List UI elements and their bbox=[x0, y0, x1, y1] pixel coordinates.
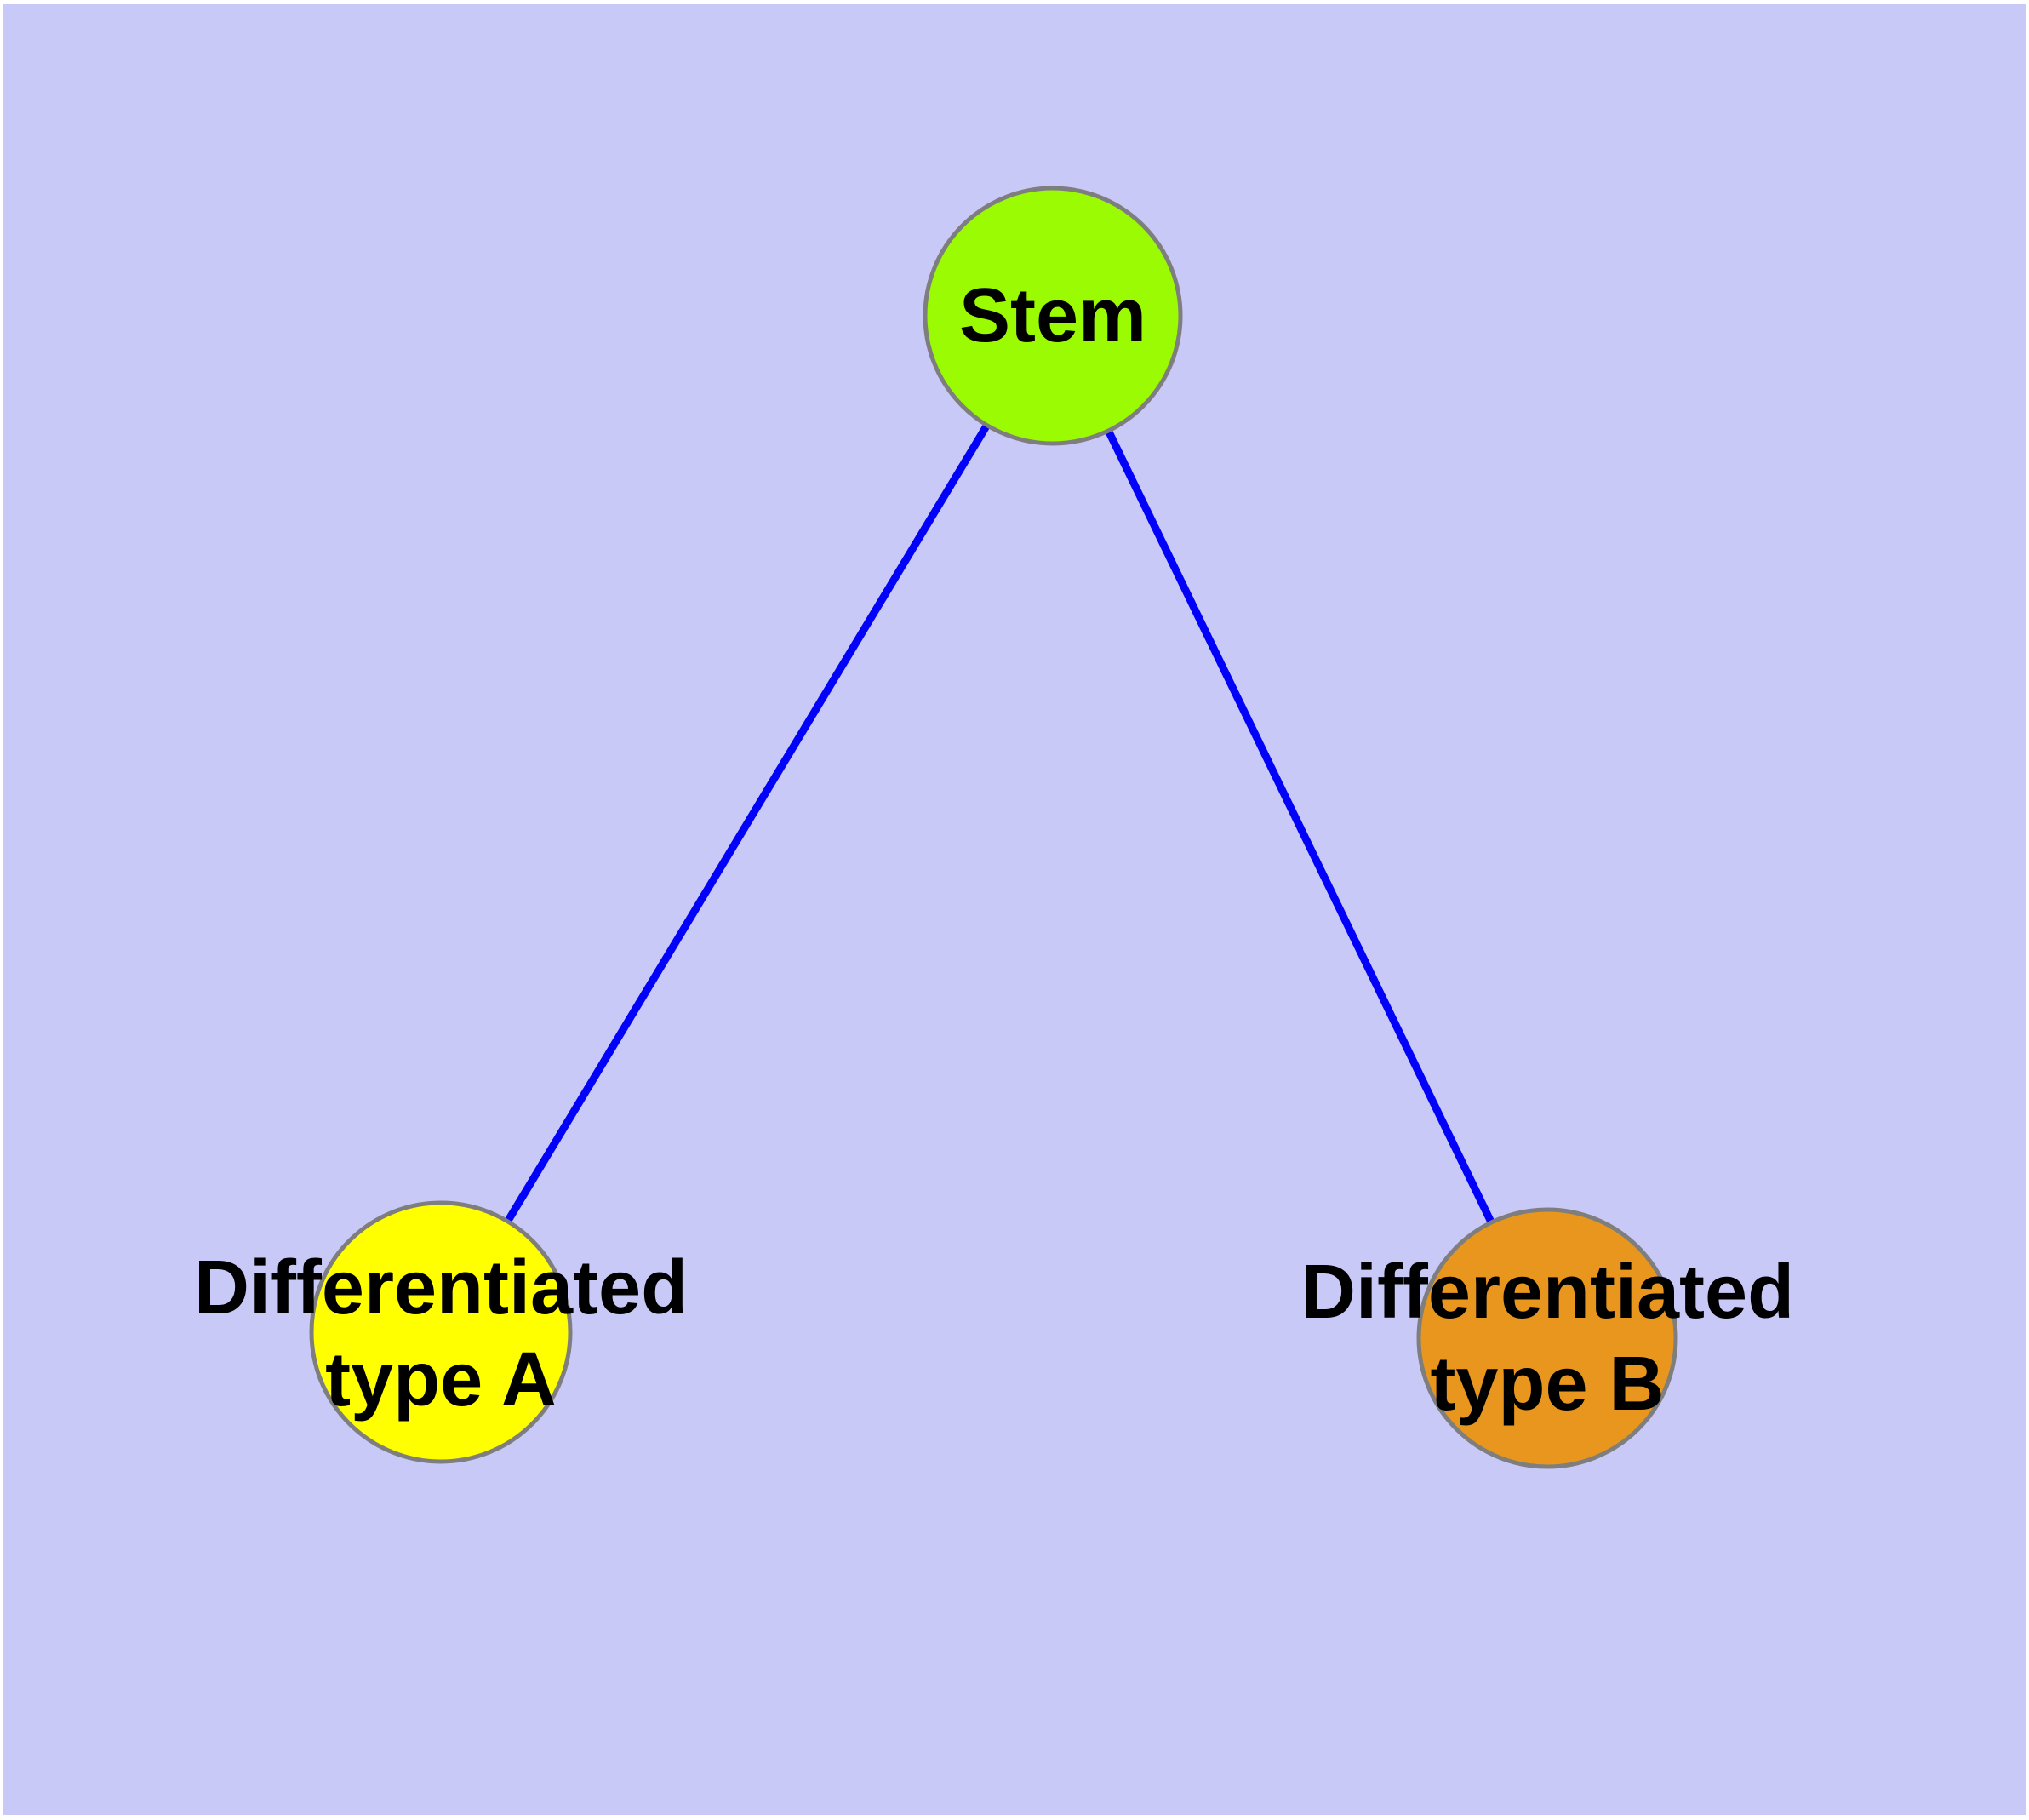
node-stem-circle bbox=[923, 186, 1183, 446]
node-type-a-circle bbox=[309, 1200, 573, 1464]
node-type-a-label: Differentiated type A bbox=[194, 1242, 688, 1426]
node-type-b-label-line1: Differentiated bbox=[1300, 1250, 1795, 1335]
edge-stem-to-type-b bbox=[1049, 314, 1552, 1340]
node-type-b-label: Differentiated type B bbox=[1300, 1246, 1794, 1430]
node-type-a-label-line1: Differentiated bbox=[193, 1245, 689, 1331]
node-stem-label: Stem bbox=[958, 273, 1147, 358]
edge-stem-to-type-a bbox=[437, 313, 1056, 1335]
node-type-a-label-line2: type A bbox=[325, 1337, 557, 1422]
node-type-b-circle bbox=[1416, 1207, 1678, 1469]
node-type-b-label-line2: type B bbox=[1430, 1342, 1665, 1427]
